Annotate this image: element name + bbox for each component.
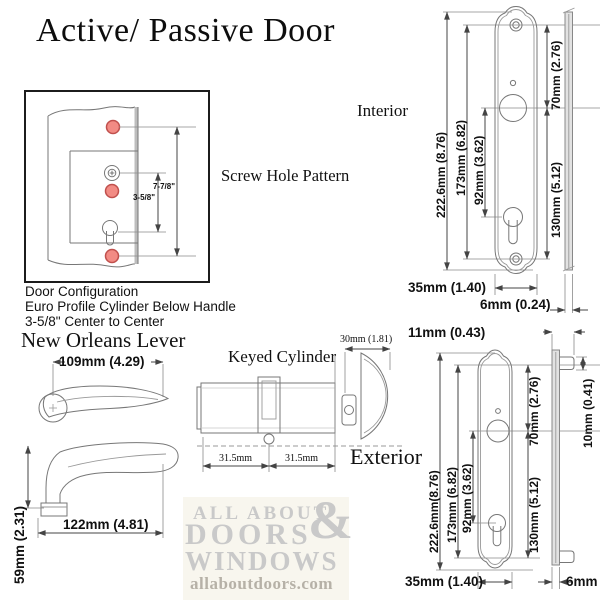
dim-interior-thickness: 6mm (0.24) (480, 297, 551, 312)
dim-interior-screws: 173mm (6.82) (454, 120, 468, 196)
dim-interior-width: 35mm (1.40) (408, 280, 486, 295)
screw-pattern-diagram: 7-7/8" 3-5/8" (47, 106, 196, 268)
screw-pattern-box: 7-7/8" 3-5/8" (24, 90, 210, 283)
interior-extension-lines (443, 11, 600, 313)
exterior-extension-lines (436, 334, 600, 589)
interior-dimensions: 222.6mm (8.76) 173mm (6.82) 92mm (3.62) … (408, 11, 588, 313)
lever-top-view: 109mm (4.29) (38, 354, 170, 423)
screw-holes-red (104, 119, 121, 264)
dim-lever-side-length: 122mm (4.81) (63, 517, 149, 532)
lock-plate-outline (47, 106, 139, 268)
dim-cylinder-right: 31.5mm (285, 453, 318, 464)
keyed-cylinder-title: Keyed Cylinder (228, 347, 337, 366)
interior-plate-outline (494, 5, 538, 275)
watermark-ampersand: & (308, 490, 353, 550)
dim-exterior-tab-height: 10mm (0.41) (581, 379, 595, 448)
dim-exterior-height: 222.6mm(8.76) (427, 470, 441, 553)
dim-exterior-70: 70mm (2.76) (527, 377, 541, 446)
screw-pattern-label: Screw Hole Pattern (221, 166, 350, 185)
page-title: Active/ Passive Door (36, 12, 335, 49)
config-line-2: Euro Profile Cylinder Below Handle (25, 299, 236, 314)
watermark-windows: WINDOWS (185, 546, 339, 576)
config-line-1: Door Configuration (25, 284, 139, 299)
exterior-dimensions: 11mm (0.43) 10mm (0.41) 222.6mm(8.76) 17… (405, 325, 598, 589)
dim-exterior-screws: 173mm (6.82) (445, 467, 459, 543)
dim-lever-top-length: 109mm (4.29) (59, 354, 145, 369)
dim-exterior-thickness: 6mm (566, 574, 598, 589)
thumbturn (341, 352, 389, 440)
dim-exterior-92: 92mm (3.62) (460, 464, 474, 533)
dim-lever-height: 59mm (2.31) (12, 506, 27, 584)
dim-interior-92: 92mm (3.62) (472, 136, 486, 205)
screw-pattern-dimensions: 7-7/8" 3-5/8" (118, 126, 196, 257)
config-line-3: 3-5/8" Center to Center (25, 314, 165, 329)
dim-exterior-width: 35mm (1.40) (405, 574, 483, 589)
dim-7-7-8-label: 7-7/8" (153, 182, 175, 191)
dim-exterior-130: 130mm (5.12) (527, 477, 541, 553)
interior-plate-side-view (562, 7, 575, 272)
dim-exterior-tab-width: 11mm (0.43) (408, 325, 485, 340)
lever-top-drawing (38, 385, 170, 423)
euro-cylinder-cutout (102, 220, 118, 246)
exterior-plate-side-view (551, 349, 575, 566)
dim-3-5-8-label: 3-5/8" (133, 193, 155, 202)
exterior-label: Exterior (350, 444, 423, 469)
watermark-doors: DOORS (185, 518, 312, 551)
lever-title: New Orleans Lever (21, 328, 186, 352)
watermark: ALL ABOUT & DOORS WINDOWS allaboutdoors.… (183, 490, 353, 600)
interior-label: Interior (357, 101, 408, 120)
exterior-plate-diagram: 11mm (0.43) 10mm (0.41) 222.6mm(8.76) 17… (405, 325, 600, 589)
lever-side-dimensions: 59mm (2.31) 122mm (4.81) (12, 445, 164, 584)
keyed-cylinder-diagram: 30mm (1.81) 31.5mm 31.5mm (196, 334, 403, 472)
dim-interior-70: 70mm (2.76) (549, 41, 563, 110)
cylinder-body (196, 376, 403, 447)
lever-top-dimension: 109mm (4.29) (52, 354, 164, 397)
interior-plate-diagram: 222.6mm (8.76) 173mm (6.82) 92mm (3.62) … (408, 5, 600, 313)
lever-side-drawing (40, 442, 179, 517)
dim-interior-height: 222.6mm (8.76) (434, 132, 448, 218)
door-configuration: Door Configuration Euro Profile Cylinder… (25, 284, 236, 329)
watermark-all-about: ALL ABOUT (193, 503, 330, 524)
spindle-hole (104, 165, 120, 181)
dim-thumbturn-width: 30mm (1.81) (340, 334, 392, 345)
lever-side-view: 59mm (2.31) 122mm (4.81) (12, 442, 179, 584)
dim-cylinder-left: 31.5mm (219, 453, 252, 464)
watermark-url: allaboutdoors.com (190, 574, 334, 593)
dim-interior-130: 130mm (5.12) (549, 162, 563, 238)
cylinder-dimensions: 30mm (1.81) 31.5mm 31.5mm (202, 334, 392, 472)
exterior-plate-outline (477, 349, 513, 569)
